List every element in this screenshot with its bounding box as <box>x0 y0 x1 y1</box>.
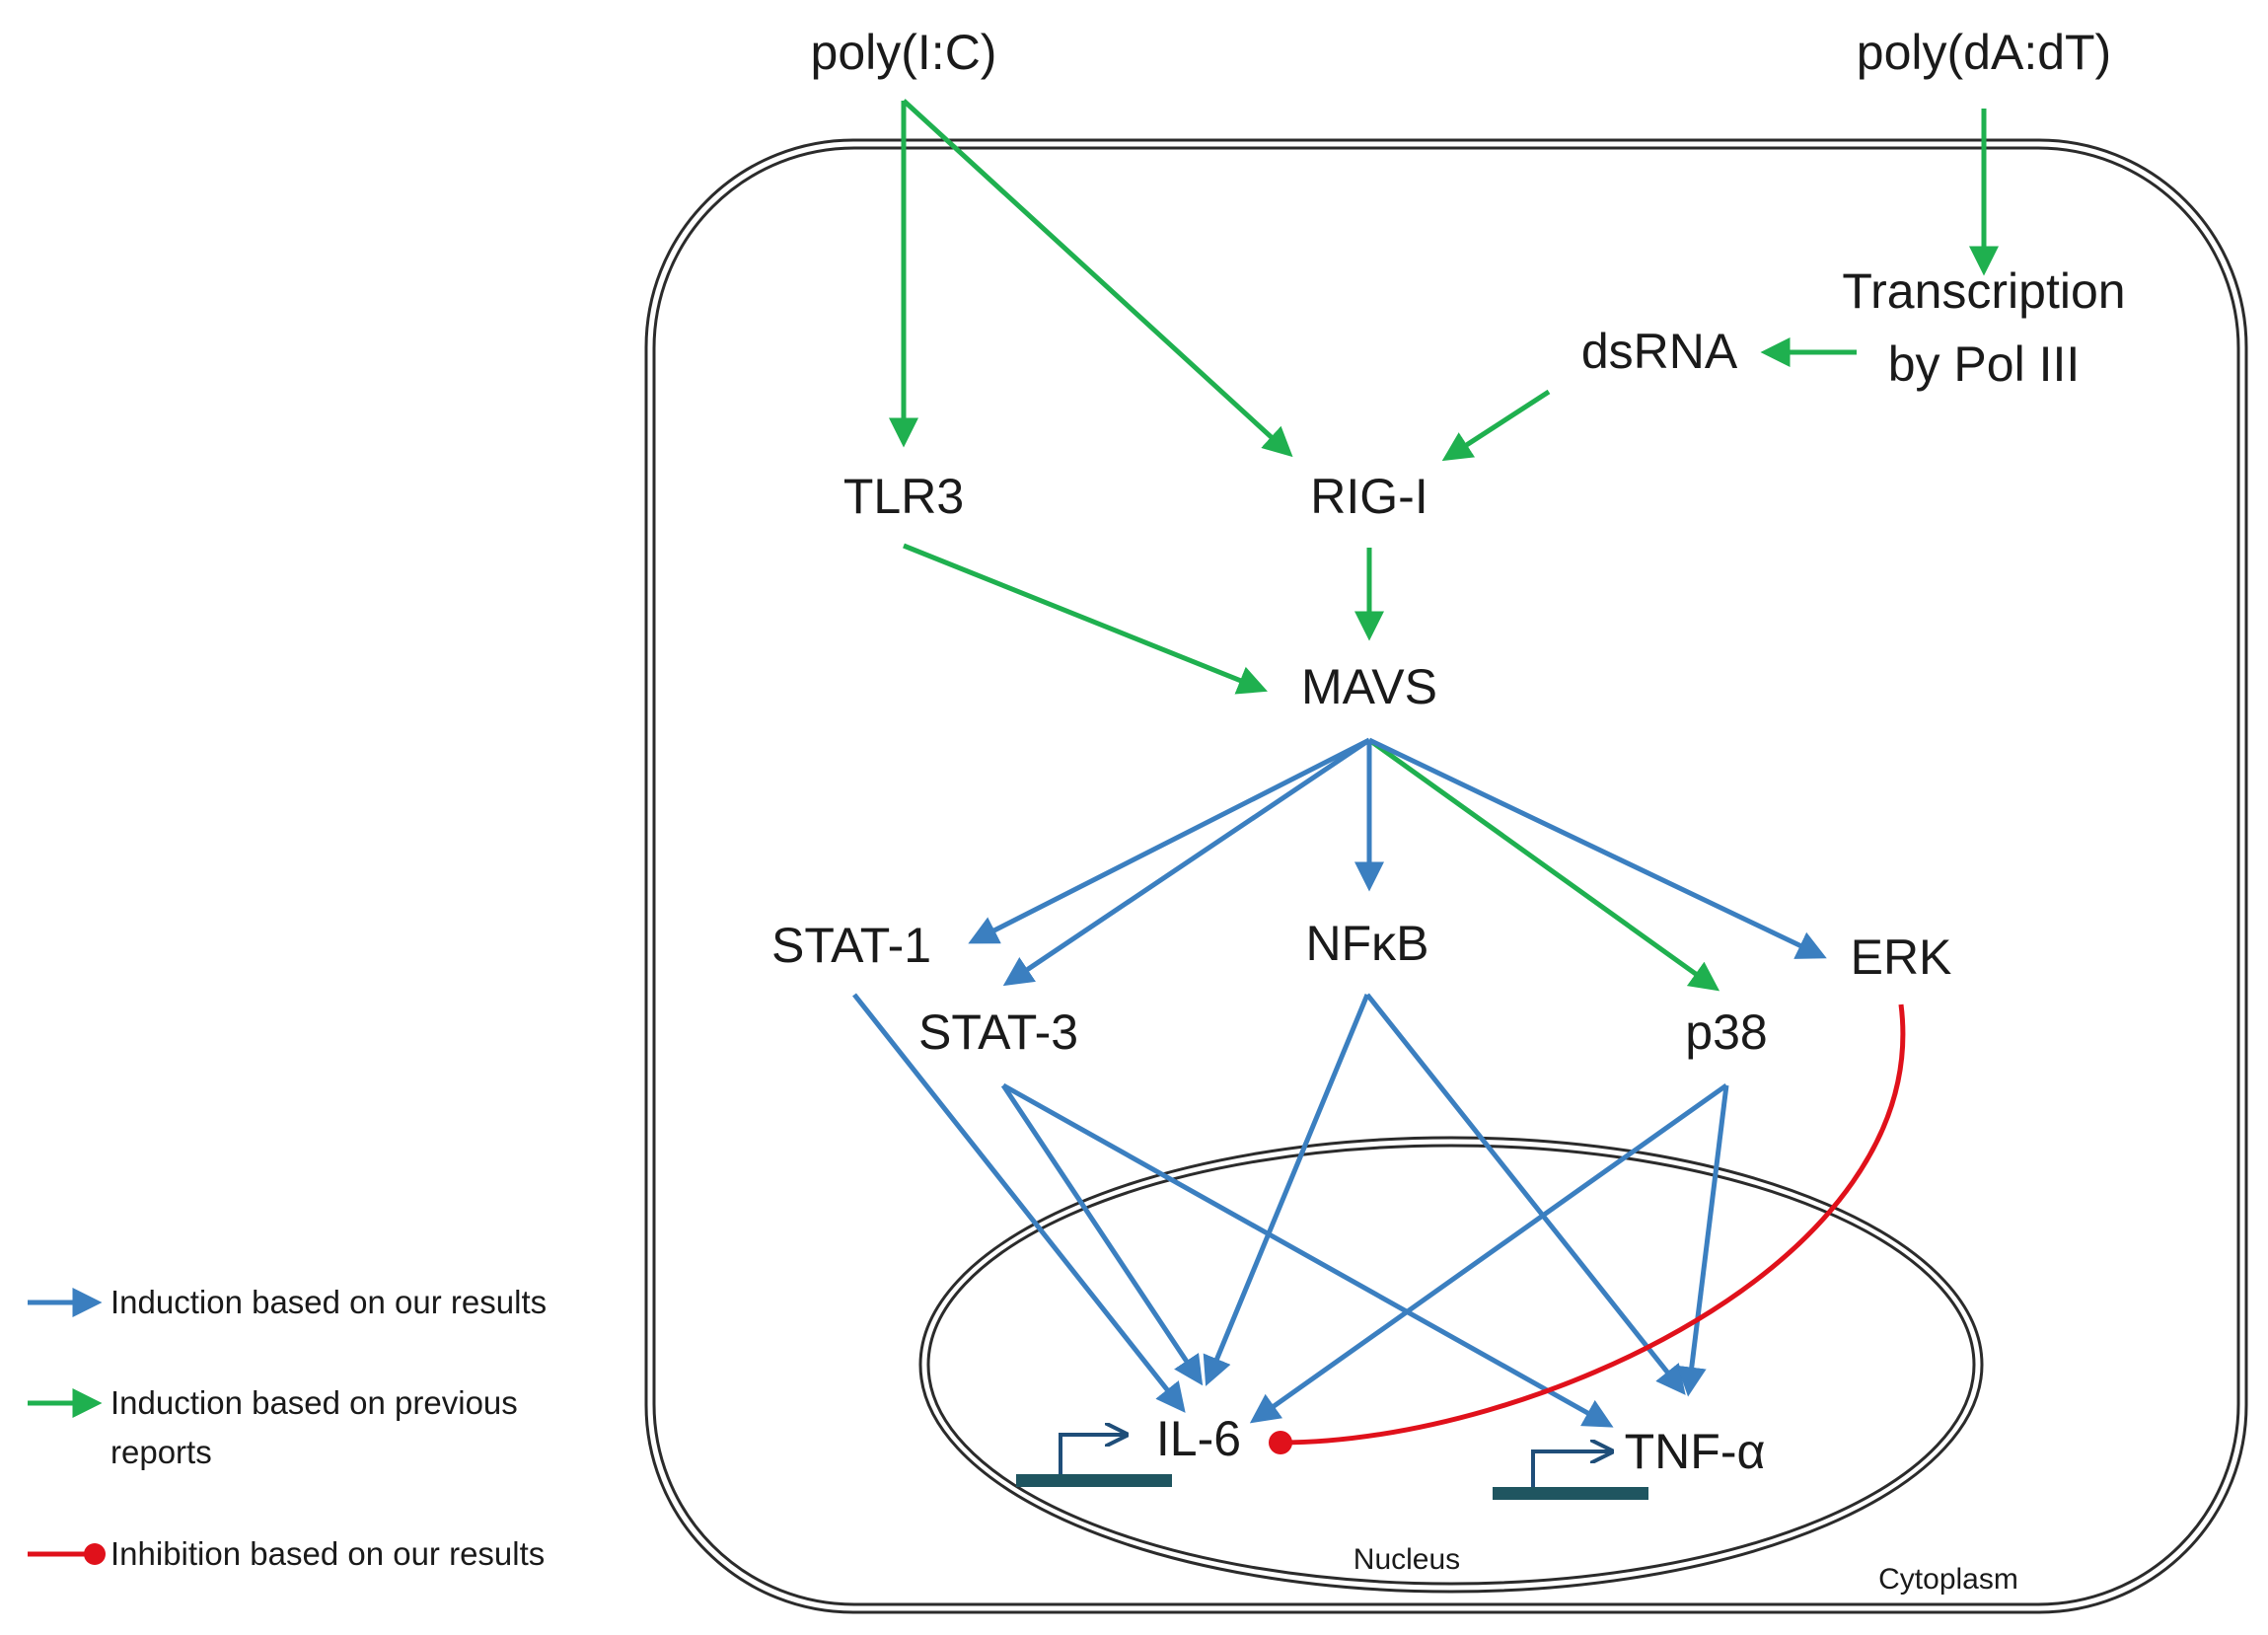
il6-promoter-arrow <box>1059 1435 1125 1474</box>
node-transcription-line2: by Pol III <box>1888 336 2081 392</box>
legend-blue-label: Induction based on our results <box>110 1284 547 1320</box>
edge-mavs-stat3 <box>1002 737 1371 987</box>
node-tnfa: TNF-α <box>1625 1424 1766 1479</box>
edge-tlr3-mavs <box>903 543 1268 695</box>
node-tlr3: TLR3 <box>843 469 964 524</box>
edge-mavs-p38 <box>1367 737 1720 992</box>
legend-red-endpoint <box>84 1543 106 1565</box>
node-nfkb: NFκB <box>1306 916 1429 971</box>
node-il6: IL-6 <box>1156 1411 1241 1466</box>
node-mavs: MAVS <box>1301 659 1437 714</box>
legend-red-label: Inhibition based on our results <box>110 1535 545 1572</box>
node-erk: ERK <box>1851 929 1952 985</box>
node-poly-ic: poly(I:C) <box>811 25 997 80</box>
edge-nfkb-tnfa <box>1365 993 1686 1395</box>
node-stat3: STAT-3 <box>918 1004 1078 1060</box>
cell-boundary-inner <box>652 146 2240 1606</box>
edge-stat1-il6 <box>852 993 1186 1413</box>
node-stat1: STAT-1 <box>771 918 931 973</box>
tnfa-gene-symbol <box>1493 1451 1648 1500</box>
label-nucleus: Nucleus <box>1353 1543 1460 1576</box>
edge-p38-tnfa <box>1676 1084 1729 1397</box>
edge-stat3-il6 <box>1000 1083 1204 1386</box>
node-rigi: RIG-I <box>1310 469 1427 524</box>
node-p38: p38 <box>1685 1004 1767 1060</box>
edge-stat3-tnfa <box>1001 1082 1614 1428</box>
il6-gene-bar <box>1016 1474 1172 1487</box>
legend-green-label-line1: Induction based on previous <box>110 1384 518 1421</box>
tnfa-promoter-arrow <box>1531 1451 1610 1487</box>
edge-p38-il6 <box>1249 1082 1728 1424</box>
legend: Induction based on our results Induction… <box>28 1284 547 1572</box>
node-dsrna: dsRNA <box>1581 324 1738 379</box>
label-cytoplasm: Cytoplasm <box>1878 1563 2018 1596</box>
edge-polyic-rigi <box>902 99 1293 458</box>
nucleus-boundary-outer <box>918 1136 1984 1594</box>
inhibition-endpoint <box>1269 1431 1292 1454</box>
legend-green-label-line2: reports <box>110 1434 212 1470</box>
blue-edges <box>852 737 1827 1428</box>
edge-nfkb-il6 <box>1203 994 1370 1386</box>
edge-erk-il6-inhibition <box>1280 1003 1906 1446</box>
node-poly-dadt: poly(dA:dT) <box>1857 25 2111 80</box>
red-edges <box>1269 1003 1906 1454</box>
tnfa-gene-bar <box>1493 1487 1648 1500</box>
nucleus-boundary-inner <box>926 1144 1976 1586</box>
green-edges <box>889 99 1999 992</box>
edge-mavs-erk <box>1367 737 1827 959</box>
edge-mavs-stat1 <box>968 737 1371 944</box>
il6-gene-symbol <box>1016 1435 1172 1487</box>
edge-dsrna-rigi <box>1441 389 1551 462</box>
node-transcription-line1: Transcription <box>1842 263 2125 319</box>
cell-boundary-outer <box>644 138 2248 1614</box>
